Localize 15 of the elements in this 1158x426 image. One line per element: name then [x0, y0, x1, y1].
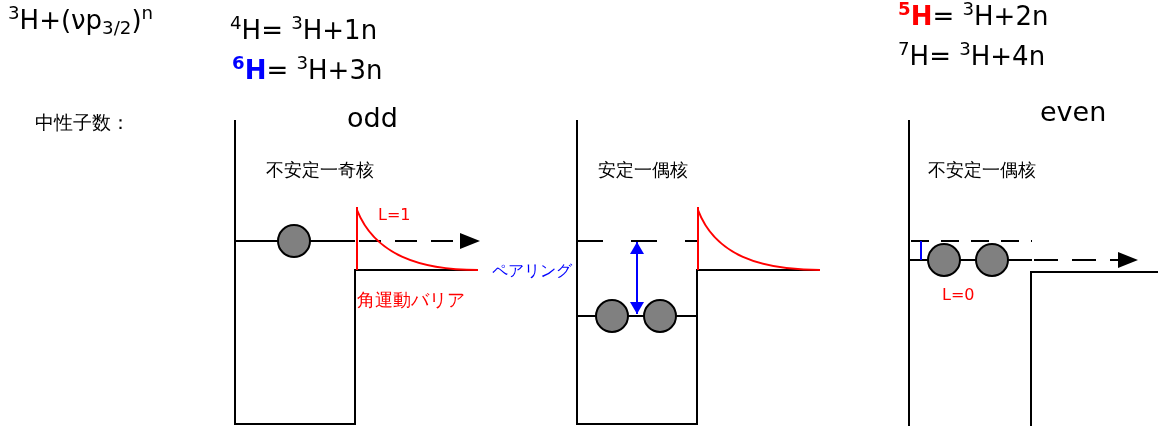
well-title: 不安定一偶核	[928, 160, 1036, 181]
formula-label: $^{4}$H= $^{3}$H+1n	[230, 16, 378, 46]
formula-label: $^{7}$H= $^{3}$H+4n	[898, 42, 1046, 72]
well-title: 安定一偶核	[598, 160, 688, 181]
formula-label: $^{3}$H+(νp$_{3/2}$)$^{n}$	[8, 6, 154, 36]
well-title: 不安定一奇核	[266, 160, 374, 181]
barrier-label: 角運動バリア	[357, 290, 465, 311]
axis-label: 中性子数：	[35, 112, 130, 134]
formula-label: $^{6}$H= $^{3}$H+3n	[232, 56, 383, 86]
pairing-label: ペアリング	[492, 262, 572, 281]
parity-label: even	[1040, 96, 1107, 128]
parity-label: odd	[347, 102, 398, 134]
formula-label: $^{5}$H= $^{3}$H+2n	[898, 2, 1049, 32]
angular-momentum-label: L=1	[378, 206, 411, 225]
angular-momentum-label: L=0	[942, 286, 975, 305]
